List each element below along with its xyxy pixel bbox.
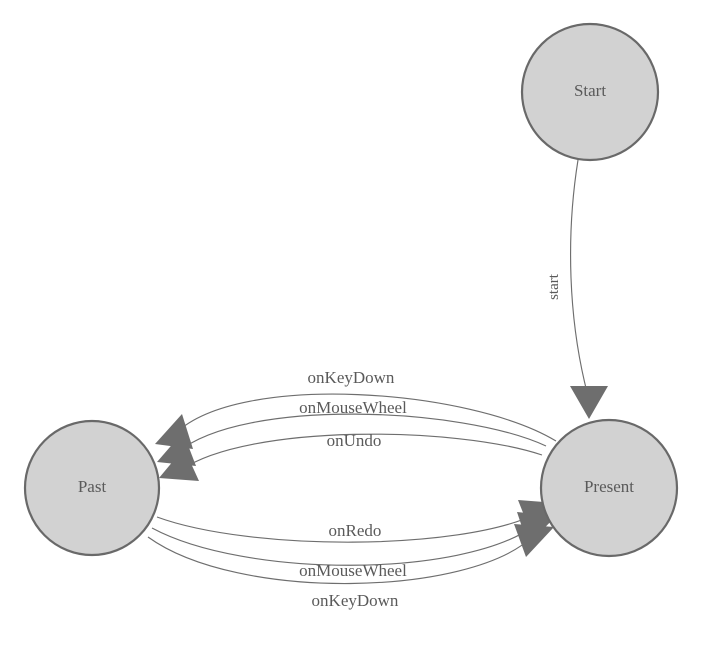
edge-present-to-past-onkeydown-path [175, 393, 557, 442]
edge-label-past-present-onredo: onRedo [329, 521, 382, 540]
edge-label-present-past-onundo: onUndo [327, 431, 382, 450]
node-past[interactable]: Past [23, 419, 161, 557]
node-start[interactable]: Start [520, 22, 660, 162]
arrowhead-into-present-3 [514, 524, 554, 557]
arrowhead-into-present-top [570, 386, 608, 419]
edge-present-to-past-onmousewheel-path [177, 413, 547, 453]
edge-label-past-present-onkeydown: onKeyDown [312, 591, 399, 610]
edge-label-present-past-onkeydown: onKeyDown [308, 368, 395, 387]
node-start-label: Start [574, 81, 606, 100]
node-present-circle [539, 418, 679, 558]
edge-past-to-present-onredo-path [156, 513, 537, 543]
edge-past-to-present-onkeydown[interactable]: onKeyDown [147, 524, 554, 610]
node-present-label: Present [584, 477, 634, 496]
edge-label-past-present-onmousewheel: onMouseWheel [299, 561, 407, 580]
edge-start-to-present[interactable]: start [546, 159, 608, 419]
edge-label-start: start [546, 273, 562, 300]
node-past-label: Past [78, 477, 107, 496]
edge-past-to-present-onredo[interactable]: onRedo [156, 500, 557, 543]
node-start-circle [520, 22, 660, 162]
edge-present-to-past-onundo-path [180, 433, 543, 471]
edge-present-to-past-onundo[interactable]: onUndo [159, 431, 543, 481]
edge-past-to-present-onmousewheel-path [151, 525, 535, 566]
node-present[interactable]: Present [539, 418, 679, 558]
arrowhead-into-past-3 [159, 448, 199, 481]
node-past-circle [23, 419, 161, 557]
edge-start-to-present-path [570, 159, 589, 397]
edge-past-to-present-onkeydown-path [147, 536, 533, 585]
edge-label-present-past-onmousewheel: onMouseWheel [299, 398, 407, 417]
